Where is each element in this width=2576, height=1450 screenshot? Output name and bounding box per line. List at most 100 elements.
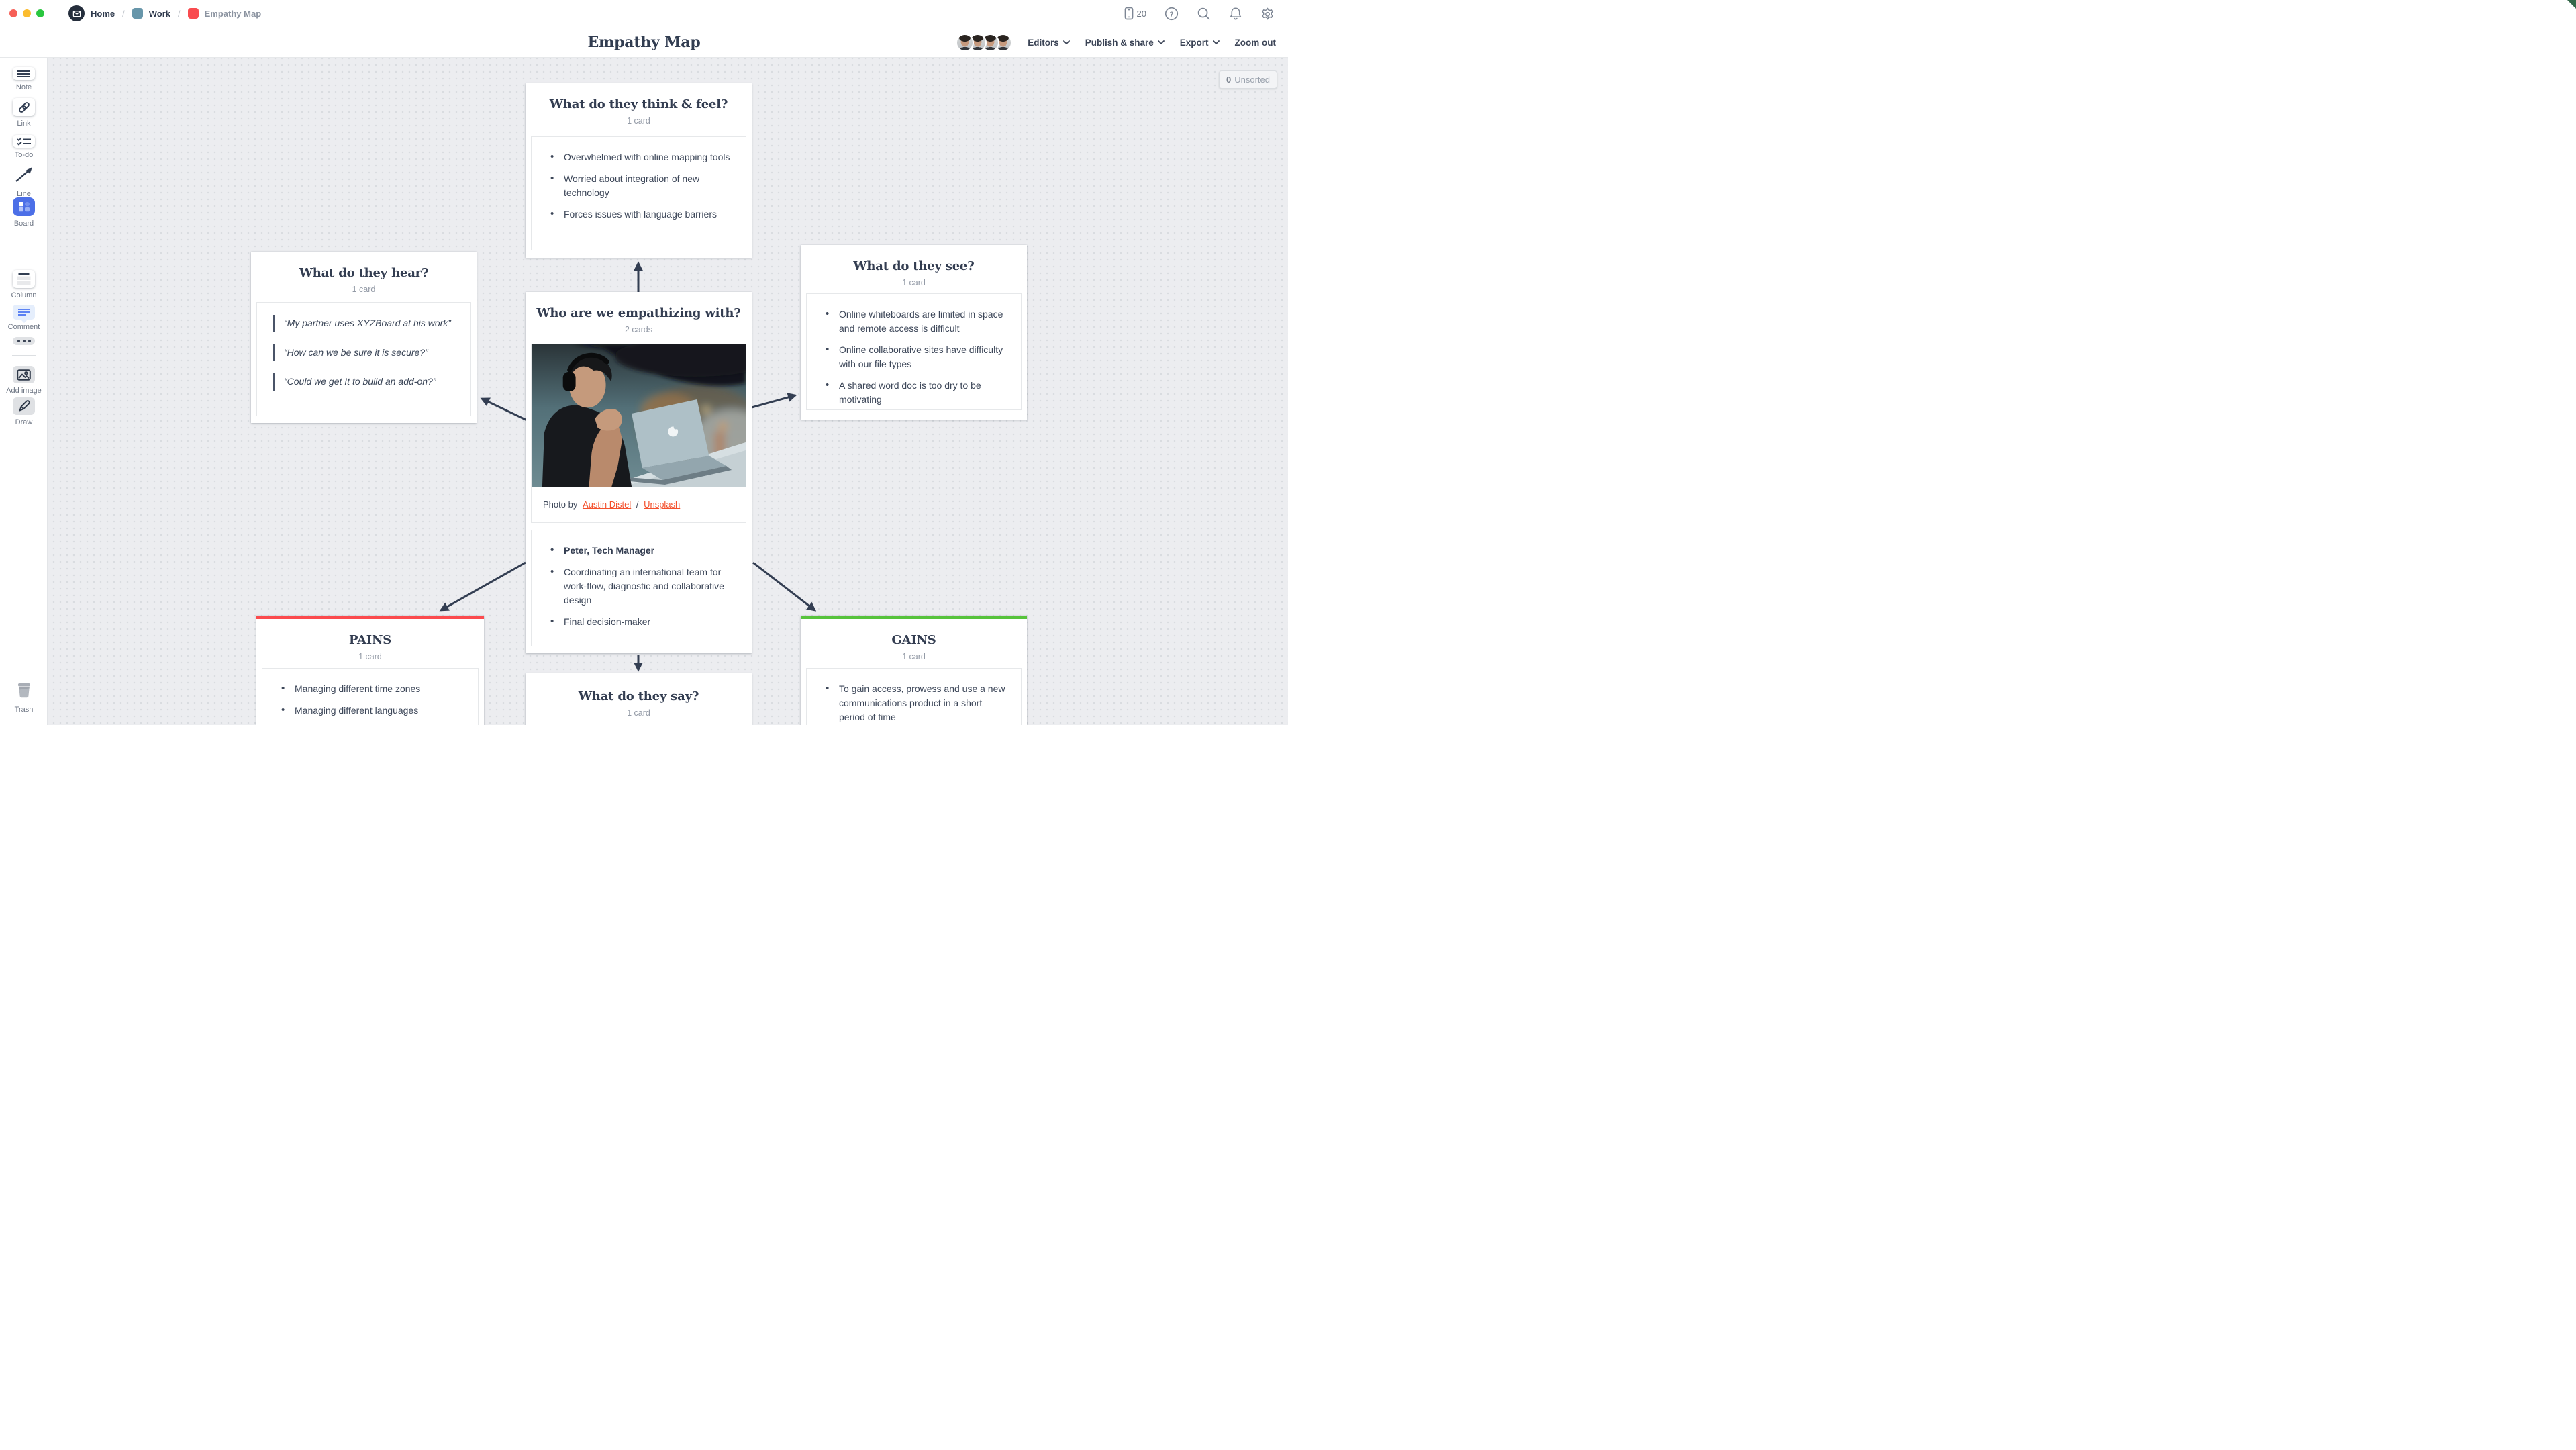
todo-icon	[13, 135, 35, 148]
comment-tool-label: Comment	[7, 323, 40, 331]
empathy-board-icon[interactable]	[187, 8, 199, 19]
note-card[interactable]: Managing different time zones Managing d…	[262, 668, 479, 725]
settings-button[interactable]	[1260, 7, 1275, 21]
card-see[interactable]: What do they see? 1 card Online whiteboa…	[801, 245, 1027, 420]
note-card[interactable]: Peter, Tech Manager Coordinating an inte…	[531, 530, 746, 646]
board-tool[interactable]: Board	[0, 197, 48, 228]
photo-caption: Photo by Austin Distel / Unsplash	[532, 487, 746, 522]
topbar-actions: 20 ?	[1124, 7, 1288, 21]
trash[interactable]: Trash	[0, 682, 48, 714]
bullet-item: A shared word doc is too dry to be motiv…	[826, 378, 1009, 407]
chevron-down-icon	[1157, 40, 1165, 44]
arrow-to-gains	[752, 561, 817, 612]
card-title: PAINS	[348, 633, 392, 647]
search-icon	[1197, 7, 1210, 19]
close-window-button[interactable]	[9, 9, 17, 17]
trash-label: Trash	[14, 706, 34, 714]
card-think-feel[interactable]: What do they think & feel? 1 card Overwh…	[526, 83, 752, 258]
traffic-lights	[9, 9, 44, 17]
breadcrumb-work[interactable]: Work	[148, 8, 171, 19]
board-header: Empathy Map Editors Publish & share Expo…	[0, 27, 1288, 58]
draw-tool[interactable]: Draw	[0, 397, 48, 426]
note-card[interactable]: Overwhelmed with online mapping tools Wo…	[531, 136, 746, 250]
help-icon: ?	[1165, 7, 1179, 20]
note-card[interactable]: Online whiteboards are limited in space …	[806, 293, 1022, 410]
add-image-tool[interactable]: Add image	[0, 366, 48, 395]
unsorted-badge[interactable]: 0 Unsorted	[1219, 70, 1277, 89]
note-icon	[13, 67, 35, 80]
author-link[interactable]: Austin Distel	[582, 499, 632, 510]
note-card[interactable]: To gain access, prowess and use a new co…	[806, 668, 1022, 725]
milanote-logo-icon[interactable]	[68, 5, 85, 21]
card-count: 1 card	[358, 652, 382, 661]
publish-share-menu-button[interactable]: Publish & share	[1085, 38, 1165, 48]
card-title: What do they say?	[578, 689, 699, 704]
card-count: 1 card	[627, 116, 650, 126]
note-tool-label: Note	[15, 83, 32, 91]
bullet-item: Final decision-maker	[550, 614, 734, 630]
export-label: Export	[1179, 37, 1209, 48]
work-board-icon[interactable]	[132, 8, 143, 19]
minimize-window-button[interactable]	[23, 9, 31, 17]
arrow-to-pains	[439, 561, 526, 612]
zoom-out-label: Zoom out	[1234, 37, 1276, 48]
header-actions: Editors Publish & share Export Zoom out	[956, 27, 1276, 58]
sidebar-divider	[12, 355, 36, 356]
link-tool-label: Link	[17, 119, 31, 128]
chevron-down-icon	[1062, 40, 1070, 44]
card-pains[interactable]: PAINS 1 card Managing different time zon…	[256, 616, 484, 725]
column-tool-label: Column	[11, 291, 37, 299]
more-tools-button[interactable]	[0, 337, 48, 345]
card-count: 1 card	[627, 708, 650, 718]
card-title: GAINS	[891, 633, 936, 647]
breadcrumb-home[interactable]: Home	[91, 8, 115, 19]
line-tool[interactable]: Line	[0, 165, 48, 198]
line-arrow-icon	[14, 165, 34, 187]
card-say[interactable]: What do they say? 1 card	[526, 673, 752, 725]
photo-card[interactable]: Photo by Austin Distel / Unsplash	[531, 344, 746, 523]
todo-tool[interactable]: To-do	[0, 135, 48, 159]
card-who[interactable]: Who are we empathizing with? 2 cards	[526, 292, 752, 653]
arrow-to-hear	[480, 397, 528, 422]
unsplash-link[interactable]: Unsplash	[644, 499, 681, 510]
note-card[interactable]: “My partner uses XYZBoard at his work” “…	[256, 302, 471, 416]
corner-decoration	[2567, 0, 2576, 9]
search-button[interactable]	[1197, 7, 1211, 21]
bullet-item: Coordinating an international team for w…	[550, 565, 734, 608]
notifications-button[interactable]	[1229, 7, 1242, 21]
maximize-window-button[interactable]	[36, 9, 44, 17]
breadcrumb: Home / Work / Empathy Map	[68, 5, 261, 21]
svg-text:?: ?	[1169, 10, 1173, 18]
mobile-app-button[interactable]: 20	[1124, 7, 1146, 20]
publish-share-label: Publish & share	[1085, 37, 1154, 48]
note-tool[interactable]: Note	[0, 67, 48, 91]
card-gains[interactable]: GAINS 1 card To gain access, prowess and…	[801, 616, 1027, 725]
more-icon	[13, 337, 35, 345]
line-tool-label: Line	[17, 190, 31, 198]
bell-icon	[1230, 7, 1242, 19]
image-icon	[13, 366, 35, 383]
card-hear[interactable]: What do they hear? 1 card “My partner us…	[251, 252, 477, 423]
editors-menu-button[interactable]: Editors	[1028, 38, 1070, 48]
quote-item: “Could we get It to build an add-on?”	[273, 373, 458, 391]
draw-tool-label: Draw	[15, 418, 33, 426]
column-tool[interactable]: Column	[0, 270, 48, 299]
comment-tool[interactable]: Comment	[0, 305, 48, 331]
card-count: 1 card	[902, 278, 926, 287]
help-button[interactable]: ?	[1165, 7, 1179, 21]
zoom-out-button[interactable]: Zoom out	[1235, 38, 1276, 48]
breadcrumb-current: Empathy Map	[204, 8, 262, 19]
board-tool-label: Board	[13, 220, 34, 228]
board-canvas[interactable]: 0 Unsorted What do they think & feel? 1 …	[48, 58, 1288, 725]
quote-item: “How can we be sure it is secure?”	[273, 344, 458, 362]
link-tool[interactable]: Link	[0, 98, 48, 128]
window-top-bar: Home / Work / Empathy Map 20 ?	[0, 0, 1288, 27]
avatar[interactable]	[956, 33, 975, 52]
main-area: Note Link To-do Line Board	[0, 58, 1288, 725]
add-image-tool-label: Add image	[6, 387, 42, 395]
export-menu-button[interactable]: Export	[1180, 38, 1220, 48]
editor-avatars[interactable]	[956, 33, 1013, 52]
comment-icon	[13, 305, 35, 323]
unsorted-count: 0	[1226, 75, 1232, 85]
chevron-down-icon	[1212, 40, 1220, 44]
